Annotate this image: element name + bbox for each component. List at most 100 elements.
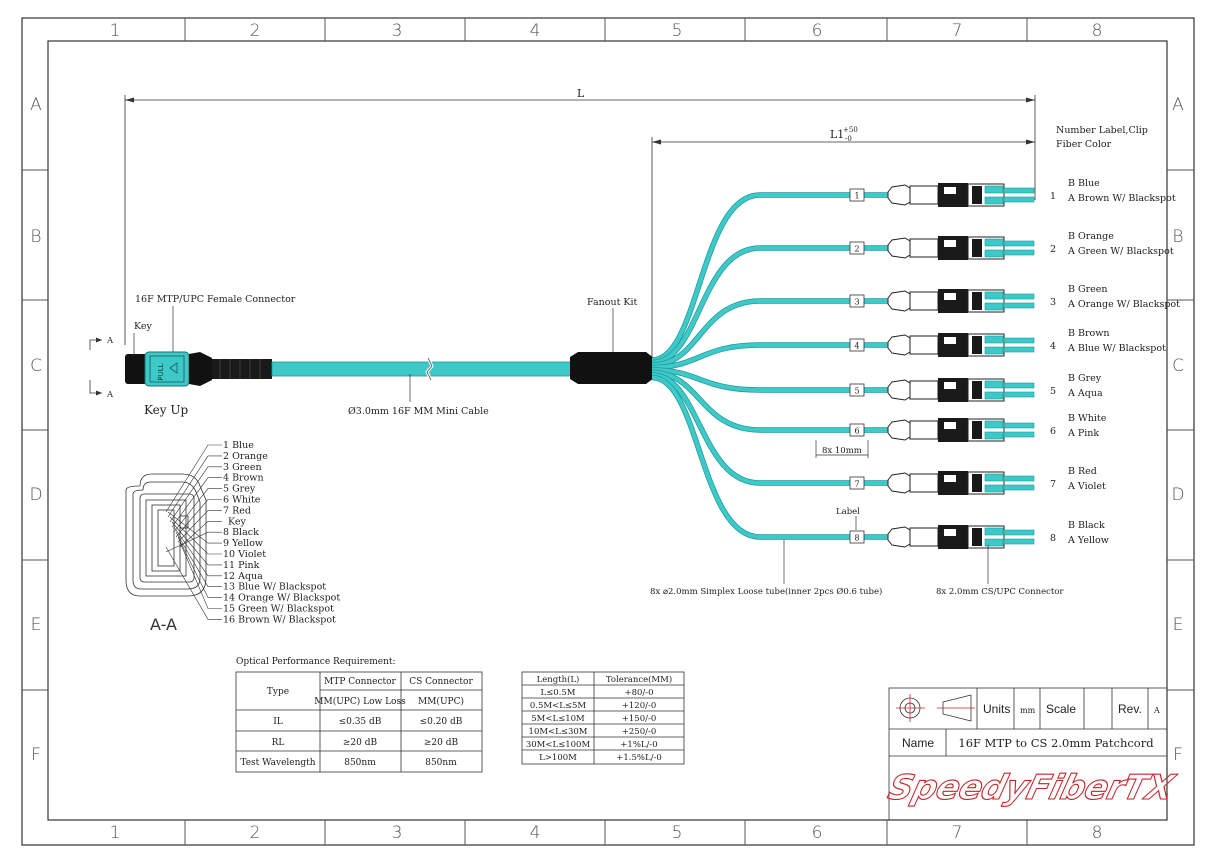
loose-tube-fill xyxy=(651,343,888,370)
ferrule-tip-a xyxy=(1003,187,1035,194)
pin-label: 10 Violet xyxy=(223,549,266,560)
tolerance-table xyxy=(521,671,685,765)
grid-col-8: 8 xyxy=(1092,823,1103,843)
pin-label: 16 Brown W/ Blackspot xyxy=(223,614,336,625)
ferrule-b xyxy=(984,196,1004,205)
optical-sub-cs: MM(UPC) xyxy=(418,696,464,707)
boot xyxy=(887,526,911,548)
pin-leader xyxy=(177,510,222,543)
cs-body-detail xyxy=(972,292,982,310)
ferrule-b xyxy=(984,249,1004,258)
grid-col-2: 2 xyxy=(250,21,261,41)
dim-fanout-tol-plus: +50 xyxy=(843,126,858,134)
ferrule-tip-a xyxy=(1003,529,1035,536)
pin-leader xyxy=(179,520,222,548)
cs-body-detail xyxy=(972,239,982,257)
loose-tube-fill xyxy=(651,299,888,367)
grid-col-5: 5 xyxy=(672,823,683,843)
number-label-text: 2 xyxy=(854,245,859,254)
number-label-clip-callout: Number Label,Clip xyxy=(1056,125,1148,136)
grid-col-5: 5 xyxy=(672,21,683,41)
optical-header-mtp: MTP Connector xyxy=(324,677,396,687)
grid-col-6: 6 xyxy=(812,823,823,843)
section-marker xyxy=(89,337,102,396)
cs-latch-window xyxy=(944,529,956,536)
grid-row-D: D xyxy=(1171,485,1184,505)
pin-leader xyxy=(169,516,222,555)
cs-body-detail xyxy=(972,474,982,492)
pin-leader xyxy=(169,466,222,523)
boot xyxy=(887,184,911,206)
leg-a-color: A Green W/ Blackspot xyxy=(1067,246,1174,257)
pin-leader xyxy=(177,536,222,598)
leg-a-color: A Yellow xyxy=(1067,535,1109,546)
ferrule-tip-a xyxy=(1003,293,1035,300)
tol-row-tolerance: +150/-0 xyxy=(622,714,657,724)
ferrule-a xyxy=(984,527,1004,536)
optical-table-title: Optical Performance Requirement: xyxy=(236,657,396,667)
key-callout: Key xyxy=(134,321,152,332)
ferrule-tip-a xyxy=(1003,475,1035,482)
pin-label: 13 Blue W/ Blackspot xyxy=(223,582,326,593)
scale-label: Scale xyxy=(1046,702,1076,716)
fiber-color-callout: Fiber Color xyxy=(1056,139,1112,150)
mtp-connector xyxy=(125,351,272,387)
number-label xyxy=(849,476,865,490)
leg-number: 8 xyxy=(1050,533,1056,544)
tol-row-length: L≤0.5M xyxy=(541,688,576,698)
optical-header-type: Type xyxy=(267,687,289,697)
grid-col-3: 3 xyxy=(392,823,403,843)
cs-latch-window xyxy=(944,382,956,389)
title-block xyxy=(888,687,1168,821)
dim-fanout-length: L1 xyxy=(830,128,844,141)
grid-col-2: 2 xyxy=(250,823,261,843)
number-label-text: 1 xyxy=(854,192,859,201)
boot xyxy=(887,237,911,259)
pin-label: 15 Green W/ Blackspot xyxy=(223,604,334,615)
grid-row-C: C xyxy=(30,356,42,376)
tol-header-length: Length(L) xyxy=(537,674,580,685)
cs-housing xyxy=(909,335,939,355)
leg-number: 7 xyxy=(1050,479,1056,490)
units-value: mm xyxy=(1020,706,1036,715)
mini-cable xyxy=(271,357,573,381)
mtp-connector-callout: 16F MTP/UPC Female Connector xyxy=(135,294,296,305)
optical-header-cs: CS Connector xyxy=(409,677,473,687)
cs-latch xyxy=(938,333,968,357)
cs-latch xyxy=(938,236,968,260)
cs-housing xyxy=(909,473,939,493)
ferrule-a xyxy=(984,473,1004,482)
pull-tab-label: PULL xyxy=(157,363,165,380)
pin-label: 14 Orange W/ Blackspot xyxy=(223,593,340,604)
number-label xyxy=(849,530,865,544)
cs-body-detail xyxy=(972,336,982,354)
pin-leader xyxy=(173,526,222,577)
number-label-text: 6 xyxy=(854,427,859,436)
leg-a-color: A Pink xyxy=(1067,428,1099,439)
optical-row-name: IL xyxy=(273,717,283,727)
number-label-text: 8 xyxy=(854,534,859,543)
number-label xyxy=(849,241,865,255)
number-label xyxy=(849,383,865,397)
tol-row-tolerance: +120/-0 xyxy=(622,701,657,711)
boot xyxy=(887,290,911,312)
ferrule-tip-b xyxy=(1003,538,1035,545)
cs-latch xyxy=(938,525,968,549)
pin-leader xyxy=(171,477,222,528)
leg-b-color: B Grey xyxy=(1068,373,1102,384)
leg-a-color: A Violet xyxy=(1067,481,1106,492)
number-label-text: 4 xyxy=(854,342,859,351)
grid-row-F: F xyxy=(31,745,41,765)
cs-latch xyxy=(938,183,968,207)
ferrule-b xyxy=(984,538,1004,547)
grid-row-C: C xyxy=(1172,356,1184,376)
pin-label: 3 Green xyxy=(223,462,262,473)
leg-number: 6 xyxy=(1050,426,1056,437)
